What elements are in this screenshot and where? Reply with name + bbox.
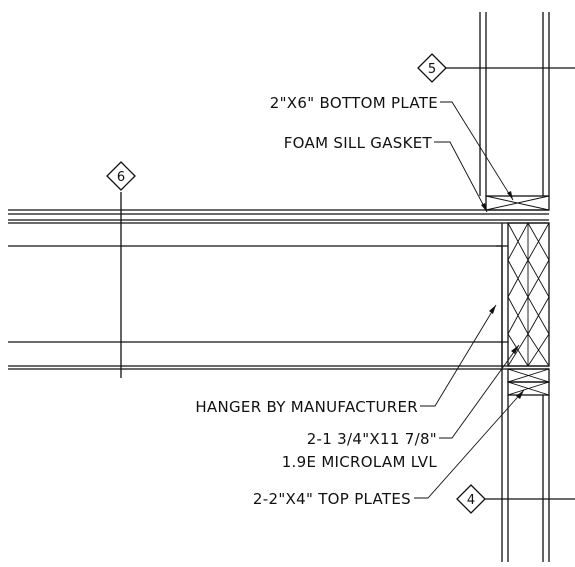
callout-bottom-plate: 2"X6" BOTTOM PLATE <box>270 94 514 201</box>
sill-gasket-label: FOAM SILL GASKET <box>284 134 433 152</box>
callout-lvl: 2-1 3/4"X11 7/8" 1.9E MICROLAM LVL <box>282 344 520 471</box>
lvl-label-line2: 1.9E MICROLAM LVL <box>282 453 438 471</box>
bottom-plate-label: 2"X6" BOTTOM PLATE <box>270 94 438 112</box>
callout-top-plates: 2-2"X4" TOP PLATES <box>253 389 525 508</box>
detail-tag-5: 5 <box>417 53 575 83</box>
detail-tag-6: 6 <box>106 161 136 191</box>
hanger-label: HANGER BY MANUFACTURER <box>195 398 418 416</box>
upper-wall <box>479 12 550 196</box>
tag-5-number: 5 <box>428 62 436 77</box>
tag-4-number: 4 <box>467 493 475 508</box>
tag-6-number: 6 <box>117 170 125 185</box>
lvl-label-line1: 2-1 3/4"X11 7/8" <box>307 430 437 448</box>
subfloor <box>8 209 549 224</box>
floor-joist <box>8 245 549 370</box>
detail-tag-4: 4 <box>456 484 575 514</box>
callout-hanger: HANGER BY MANUFACTURER <box>195 304 497 416</box>
top-plates <box>507 368 550 396</box>
callout-sill-gasket: FOAM SILL GASKET <box>284 134 488 213</box>
bottom-plate <box>485 195 550 211</box>
joist-hanger <box>496 245 503 366</box>
microlam-lvl-beam <box>507 222 550 367</box>
top-plates-label: 2-2"X4" TOP PLATES <box>253 490 411 508</box>
